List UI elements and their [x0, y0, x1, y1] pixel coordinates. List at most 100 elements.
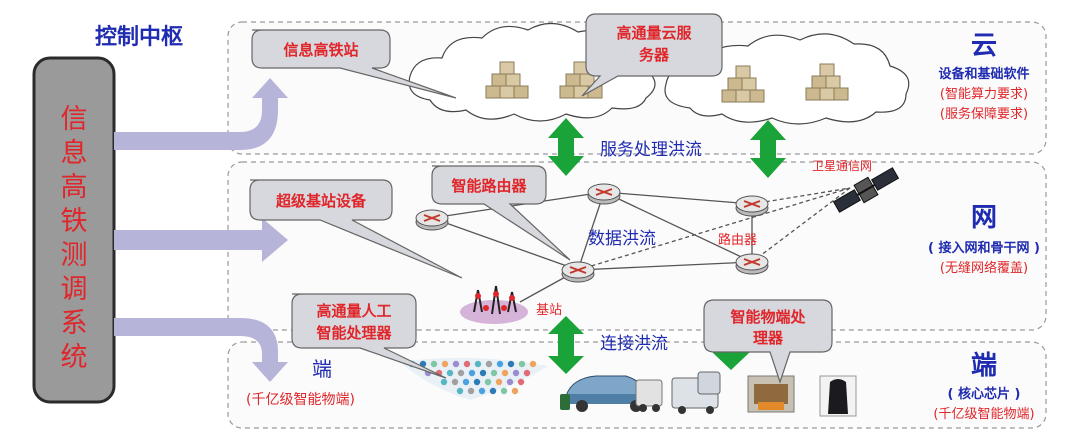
iot-device-icon [523, 369, 531, 377]
iot-device-icon [485, 360, 493, 368]
truck-icon [671, 371, 721, 414]
system-bar-char: 测 [61, 240, 88, 271]
callout-super-base-text: 超级基站设备 [275, 192, 367, 210]
system-bar-char: 信 [61, 104, 88, 135]
iot-device-icon [511, 387, 519, 395]
system-bar-char: 调 [61, 274, 88, 305]
iot-device-icon [518, 360, 526, 368]
server-icon [805, 63, 849, 101]
system-bar-char: 统 [61, 342, 88, 373]
iot-device-icon [479, 369, 487, 377]
callout-ai-processor-line2: 智能处理器 [316, 324, 392, 342]
network-layer-subtitle: ( 接入网和骨干网 ) [928, 240, 1040, 256]
router-icon [561, 261, 595, 283]
cloud-layer-subtitle: 设备和基础软件 [938, 66, 1029, 82]
arrow-to-cloud [114, 78, 288, 150]
iot-device-icon [440, 378, 448, 386]
base-station-label: 基站 [536, 303, 562, 318]
edge-layer-note: (千亿级智能物端) [933, 407, 1034, 422]
callout-iot-processor-line1: 智能物端处 [730, 308, 806, 326]
callout-ai-processor-line1: 高通量人工 [316, 302, 391, 320]
iot-device-icon [490, 369, 498, 377]
phone-icon [560, 394, 570, 410]
callout-super-base: 超级基站设备 [249, 179, 463, 279]
iot-device-icon [441, 360, 449, 368]
network-layer-note: (无缝网络覆盖) [940, 260, 1028, 276]
iot-device-icon [468, 369, 476, 377]
router-icon [735, 195, 769, 217]
callout-info-station: 信息高铁站 [251, 29, 457, 99]
iot-device-icon [452, 360, 460, 368]
connect-flow-label: 连接洪流 [600, 334, 668, 354]
connect-flow-arrow [548, 316, 584, 374]
callout-cloud-server-line1: 高通量云服 [616, 24, 692, 42]
edge-down-arrow [712, 352, 750, 370]
iot-device-icon [467, 387, 475, 395]
router-icon [415, 209, 449, 231]
cloud-layer-note: (智能算力要求) [940, 87, 1028, 102]
iot-device-icon [495, 378, 503, 386]
iot-device-icon [446, 369, 454, 377]
server-icon [721, 65, 765, 103]
iot-device-icon [529, 360, 537, 368]
callout-cloud-server-line2: 务器 [639, 46, 670, 64]
arrow-to-edge [114, 318, 288, 382]
iot-device-icon [456, 387, 464, 395]
iot-device-icon [462, 378, 470, 386]
server-icon [485, 61, 529, 99]
system-bar-char: 息 [61, 138, 88, 169]
iot-device-icon [500, 387, 508, 395]
iot-device-icon [473, 378, 481, 386]
iot-device-icon [501, 369, 509, 377]
data-flow-label: 数据洪流 [588, 229, 656, 249]
iot-device-icon [430, 360, 438, 368]
control-center-title: 控制中枢 [95, 24, 183, 50]
iot-device-icon [496, 360, 504, 368]
iot-device-icon [512, 369, 520, 377]
cloud-layer-title: 云 [971, 31, 997, 61]
car-icon [564, 375, 654, 412]
callout-smart-router: 智能路由器 [431, 165, 571, 261]
callout-info-station-text: 信息高铁站 [283, 41, 358, 59]
router-icon [735, 253, 769, 275]
van-icon [635, 379, 663, 412]
iot-device-icon [457, 369, 465, 377]
router-label: 路由器 [718, 232, 757, 248]
iot-device-icon [507, 360, 515, 368]
iot-device-icon [484, 378, 492, 386]
iot-device-icon [517, 378, 525, 386]
callout-iot-processor: 智能物端处 理器 [703, 299, 833, 384]
network-layer-title: 网 [971, 203, 997, 233]
system-bar-char: 系 [61, 308, 88, 339]
edge-layer-title: 端 [971, 351, 997, 381]
router-icon [587, 183, 621, 205]
network-links [431, 191, 753, 303]
service-flow-arrow-left [548, 118, 584, 176]
arrow-to-network [114, 218, 288, 262]
iot-device-icon [478, 387, 486, 395]
iot-device-icon [463, 360, 471, 368]
callout-cloud-server: 高通量云服 务器 [581, 13, 723, 97]
callout-ai-processor: 高通量人工 智能处理器 [291, 293, 447, 379]
satellite-links [577, 187, 851, 271]
system-bar-char: 高 [61, 172, 88, 203]
edge-left-subtitle: (千亿级智能物端) [246, 392, 355, 408]
iot-device-icon [474, 360, 482, 368]
system-bar-char: 铁 [61, 206, 88, 237]
humanoid-robot-icon [819, 375, 857, 417]
edge-layer-subtitle: ( 核心芯片 ) [948, 386, 1021, 402]
robot-icon [747, 375, 795, 413]
iot-device-icon [506, 378, 514, 386]
callout-smart-router-text: 智能路由器 [451, 177, 527, 195]
satellite-label: 卫星通信网 [812, 159, 872, 173]
satellite-icon [832, 167, 900, 213]
service-flow-arrow-right [750, 120, 786, 178]
base-station-icon [460, 285, 528, 324]
edge-left-title: 端 [312, 357, 332, 381]
cloud-layer-note: (服务保障要求) [940, 106, 1028, 122]
callout-iot-processor-line2: 理器 [753, 329, 784, 347]
iot-device-icon [489, 387, 497, 395]
iot-icon-cluster [400, 357, 548, 400]
